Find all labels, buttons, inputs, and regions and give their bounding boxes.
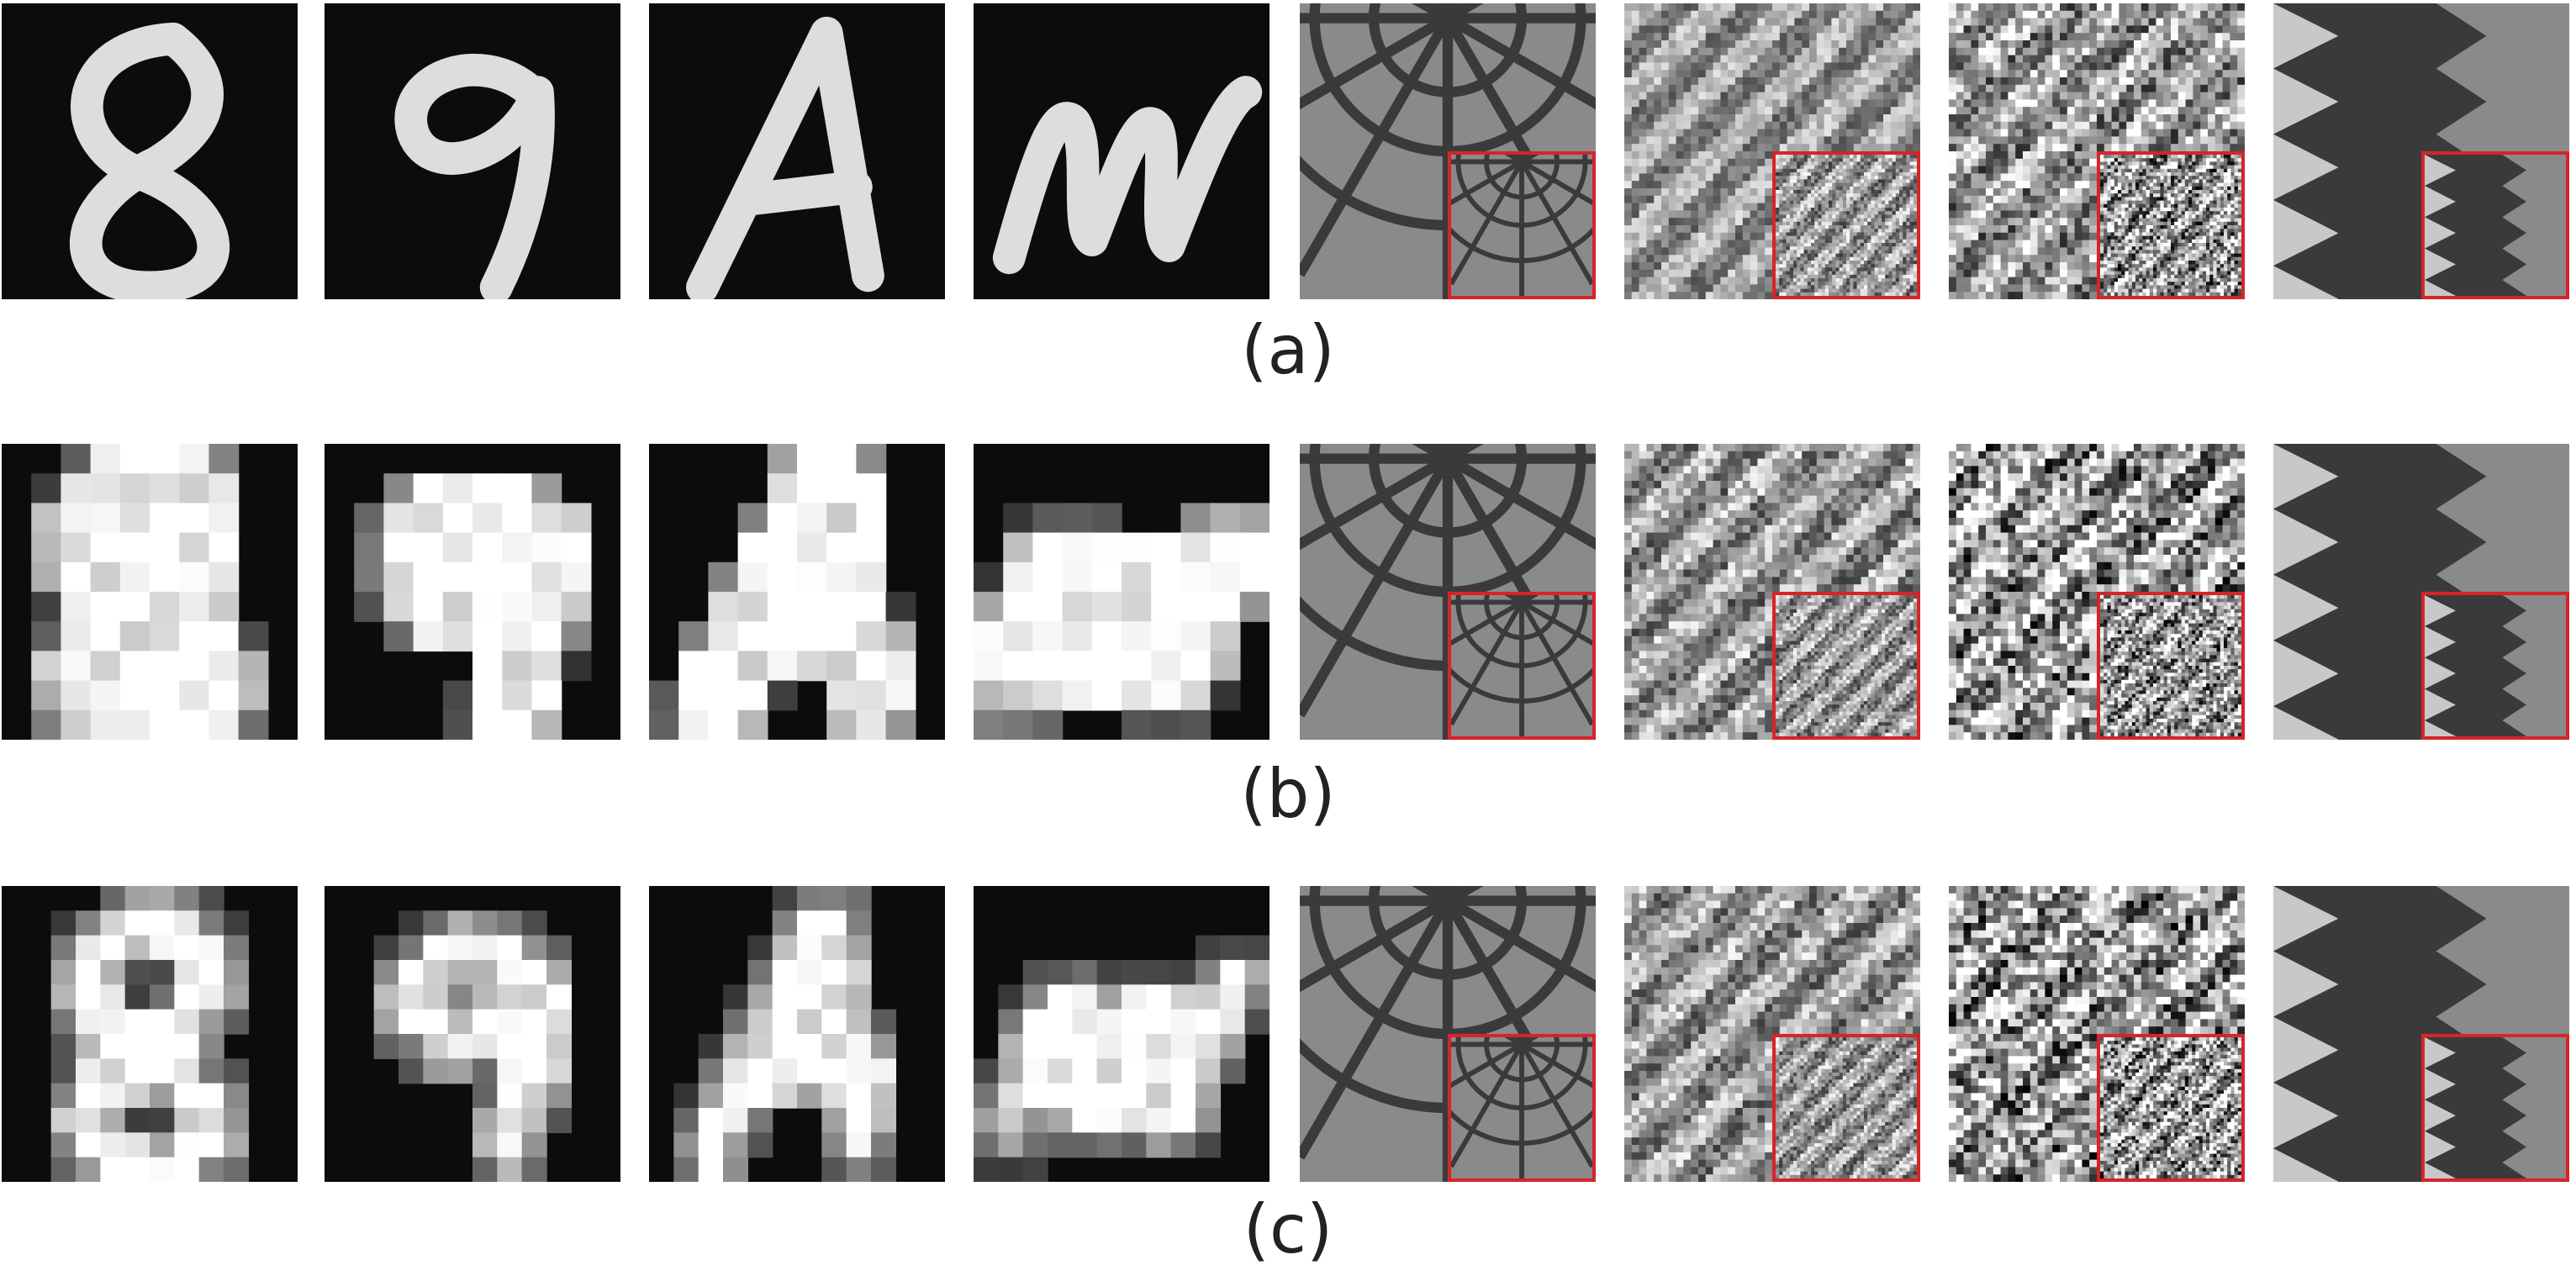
glyph-a-image xyxy=(649,886,945,1182)
zoom-inset xyxy=(1448,1034,1596,1182)
glyph-a-image xyxy=(649,3,945,299)
zoom-inset-image xyxy=(1776,1037,1917,1178)
zoom-inset-image xyxy=(1451,155,1592,296)
glyph-9-image xyxy=(325,444,620,740)
zoom-inset-image xyxy=(2100,155,2241,296)
panel-a-8 xyxy=(2273,3,2569,299)
zoom-inset xyxy=(2097,592,2245,740)
panel-b-5 xyxy=(1300,444,1596,740)
zoom-inset-image xyxy=(2100,595,2241,736)
panel-c-2 xyxy=(325,886,620,1182)
glyph-m-image xyxy=(974,3,1270,299)
glyph-9-image xyxy=(325,3,620,299)
zoom-inset xyxy=(2421,1034,2569,1182)
zoom-inset xyxy=(2097,1034,2245,1182)
panel-c-4 xyxy=(974,886,1270,1182)
glyph-8-image xyxy=(2,444,298,740)
zoom-inset-image xyxy=(2425,595,2566,736)
zoom-inset xyxy=(1448,151,1596,299)
panel-b-6 xyxy=(1624,444,1920,740)
panel-c-6 xyxy=(1624,886,1920,1182)
glyph-8-image xyxy=(2,3,298,299)
zoom-inset xyxy=(1772,1034,1920,1182)
zoom-inset xyxy=(2421,151,2569,299)
zoom-inset-image xyxy=(1451,595,1592,736)
zoom-inset-image xyxy=(1776,155,1917,296)
glyph-m-image xyxy=(974,886,1270,1182)
panel-a-6 xyxy=(1624,3,1920,299)
zoom-inset-image xyxy=(2425,1037,2566,1178)
panel-a-3 xyxy=(649,3,945,299)
panel-a-5 xyxy=(1300,3,1596,299)
panel-a-4 xyxy=(974,3,1270,299)
panel-c-3 xyxy=(649,886,945,1182)
row-label-b: (b) xyxy=(0,757,2576,832)
zoom-inset-image xyxy=(1451,1037,1592,1178)
zoom-inset xyxy=(2097,151,2245,299)
glyph-m-image xyxy=(974,444,1270,740)
zoom-inset xyxy=(1448,592,1596,740)
panel-a-2 xyxy=(325,3,620,299)
row-label-a: (a) xyxy=(0,313,2576,388)
panel-a-7 xyxy=(1949,3,2245,299)
panel-b-4 xyxy=(974,444,1270,740)
glyph-8-image xyxy=(2,886,298,1182)
panel-b-2 xyxy=(325,444,620,740)
zoom-inset-image xyxy=(2100,1037,2241,1178)
panel-b-8 xyxy=(2273,444,2569,740)
panel-c-7 xyxy=(1949,886,2245,1182)
panel-a-1 xyxy=(2,3,298,299)
glyph-9-image xyxy=(325,886,620,1182)
panel-b-3 xyxy=(649,444,945,740)
zoom-inset xyxy=(1772,592,1920,740)
panel-c-8 xyxy=(2273,886,2569,1182)
panel-c-5 xyxy=(1300,886,1596,1182)
panel-b-1 xyxy=(2,444,298,740)
glyph-a-image xyxy=(649,444,945,740)
zoom-inset xyxy=(1772,151,1920,299)
zoom-inset-image xyxy=(1776,595,1917,736)
panel-c-1 xyxy=(2,886,298,1182)
panel-b-7 xyxy=(1949,444,2245,740)
zoom-inset xyxy=(2421,592,2569,740)
zoom-inset-image xyxy=(2425,155,2566,296)
row-label-c: (c) xyxy=(0,1192,2576,1268)
